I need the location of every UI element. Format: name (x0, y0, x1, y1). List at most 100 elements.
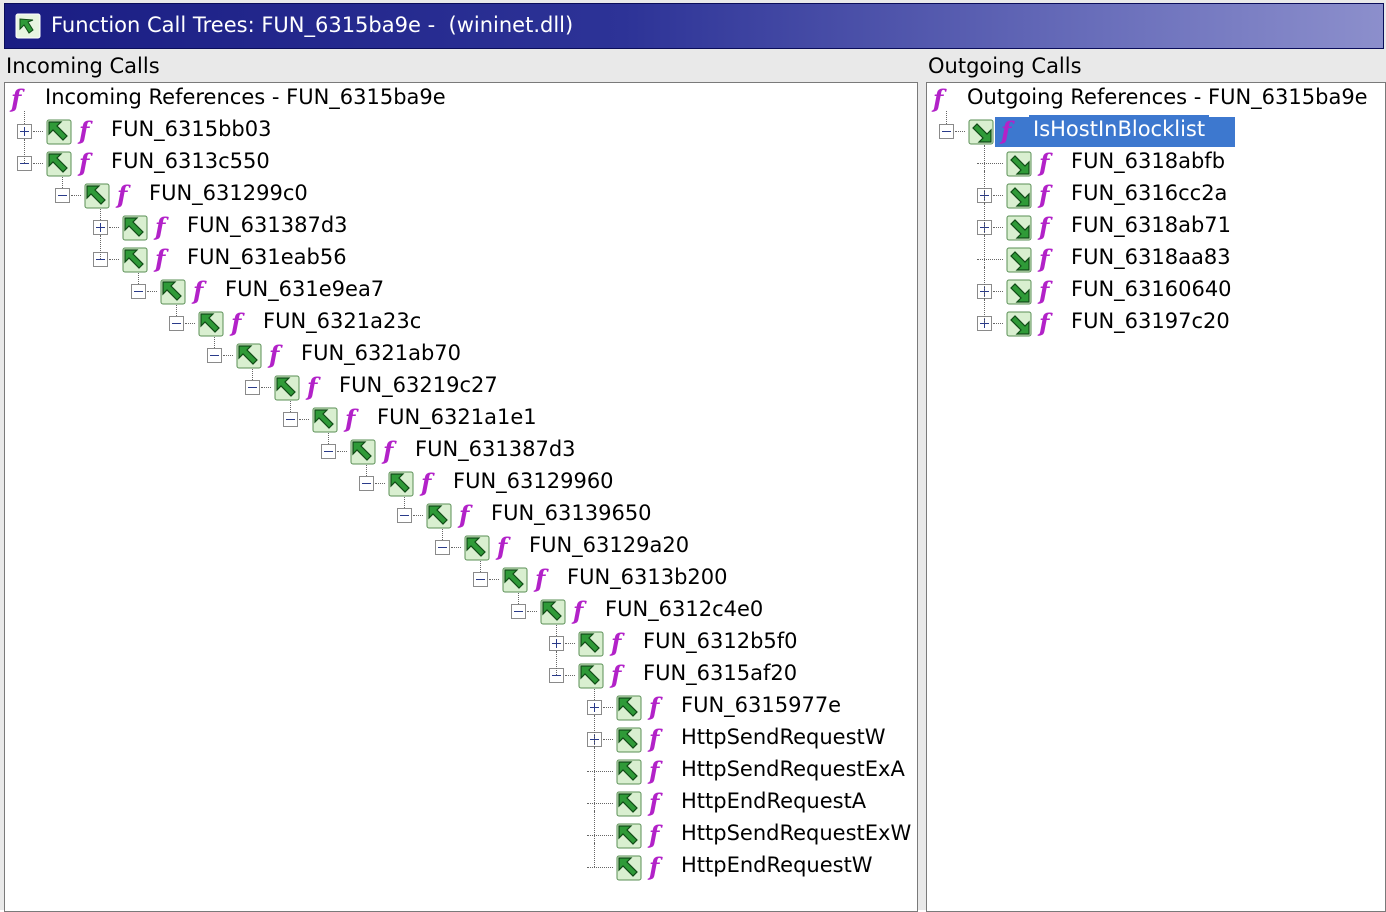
collapse-toggle[interactable] (359, 476, 374, 491)
collapse-toggle[interactable] (435, 540, 450, 555)
tree-connector (252, 369, 253, 380)
tree-root[interactable]: f Outgoing References - FUN_6315ba9e (927, 84, 1385, 115)
tree-node-label: FUN_63129960 (453, 469, 614, 493)
incoming-call-icon (312, 407, 338, 433)
outgoing-call-icon (968, 119, 994, 145)
tree-connector (587, 771, 613, 772)
tree-node-label: FUN_63139650 (491, 501, 652, 525)
tree-node-label: FUN_6315977e (681, 693, 842, 717)
incoming-call-icon (350, 439, 376, 465)
incoming-call-icon (540, 599, 566, 625)
expand-toggle[interactable] (549, 636, 564, 651)
tree-node-label: FUN_631299c0 (149, 181, 308, 205)
collapse-toggle[interactable] (55, 188, 70, 203)
tree-connector (100, 235, 101, 259)
collapse-toggle[interactable] (473, 572, 488, 587)
incoming-call-icon (46, 151, 72, 177)
tree-connector (24, 111, 25, 124)
collapse-toggle[interactable] (169, 316, 184, 331)
function-icon: f (649, 820, 660, 849)
tree-node-label: IsHostInBlocklist (1029, 115, 1210, 143)
outgoing-call-icon (1006, 215, 1032, 241)
collapse-toggle[interactable] (245, 380, 260, 395)
tree-connector (299, 419, 309, 420)
tree-node-label: HttpSendRequestExA (681, 757, 905, 781)
incoming-call-icon (160, 279, 186, 305)
collapse-toggle[interactable] (321, 444, 336, 459)
outgoing-call-icon (1006, 183, 1032, 209)
tree-connector (214, 337, 215, 348)
tree-connector (565, 675, 575, 676)
collapse-toggle[interactable] (131, 284, 146, 299)
tree-connector (413, 515, 423, 516)
incoming-call-icon (502, 567, 528, 593)
tree-connector (109, 259, 119, 260)
expand-toggle[interactable] (587, 700, 602, 715)
function-icon: f (933, 84, 944, 113)
title-bar[interactable]: Function Call Trees: FUN_6315ba9e - (win… (4, 3, 1384, 49)
tree-node-label: FUN_6313c550 (111, 149, 270, 173)
incoming-call-icon (84, 183, 110, 209)
function-icon: f (421, 468, 432, 497)
tree-node-label: FUN_6312c4e0 (605, 597, 764, 621)
function-icon: f (1039, 308, 1050, 337)
tree-connector (366, 465, 367, 476)
collapse-toggle[interactable] (397, 508, 412, 523)
function-icon: f (1039, 244, 1050, 273)
tree-node-label: HttpSendRequestExW (681, 821, 912, 845)
tree-node-label: FUN_631387d3 (415, 437, 576, 461)
incoming-call-icon (578, 663, 604, 689)
tree-root-label: Outgoing References - FUN_6315ba9e (967, 85, 1368, 109)
expand-toggle[interactable] (93, 220, 108, 235)
tree-node-label: FUN_631eab56 (187, 245, 347, 269)
tree-node-label: FUN_63160640 (1071, 277, 1232, 301)
collapse-toggle[interactable] (511, 604, 526, 619)
collapse-toggle[interactable] (207, 348, 222, 363)
collapse-toggle[interactable] (549, 668, 564, 683)
tree-connector (138, 273, 139, 284)
tree-node-label: HttpEndRequestW (681, 853, 873, 877)
function-icon: f (231, 308, 242, 337)
tree-node[interactable]: f HttpSendRequestExW (587, 820, 917, 851)
tree-node[interactable]: f FUN_63129960 (359, 468, 917, 499)
function-icon: f (11, 84, 22, 113)
incoming-call-icon (578, 631, 604, 657)
tree-node-label: FUN_63219c27 (339, 373, 498, 397)
tree-connector (518, 593, 519, 604)
expand-toggle[interactable] (17, 124, 32, 139)
collapse-toggle[interactable] (283, 412, 298, 427)
collapse-toggle[interactable] (939, 124, 954, 139)
